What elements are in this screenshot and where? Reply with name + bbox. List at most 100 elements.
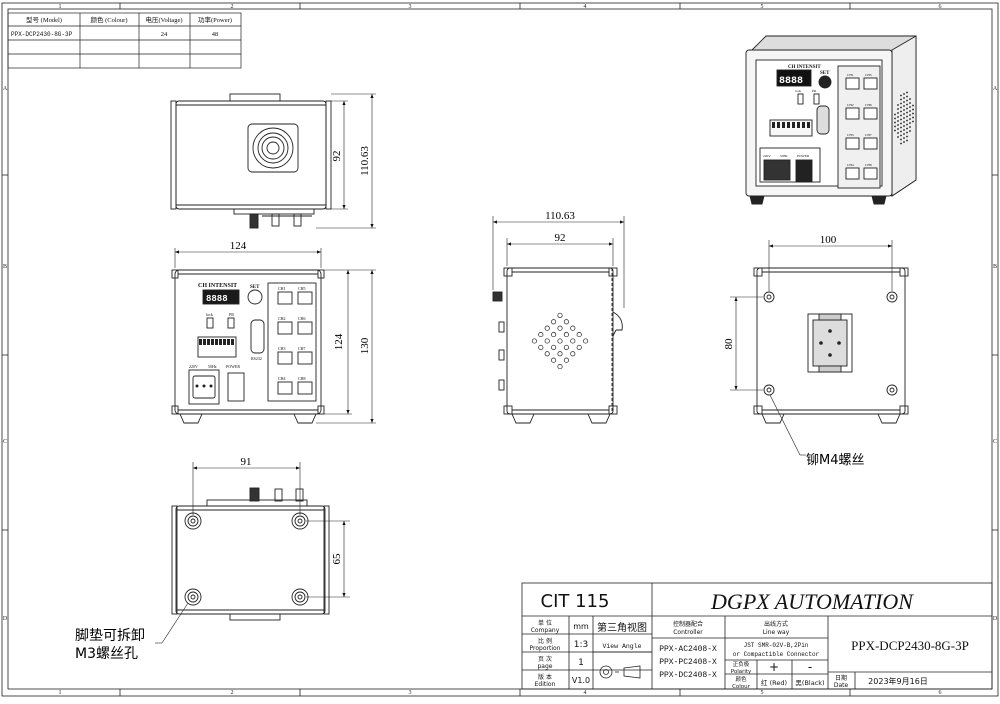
part-number: PPX-DCP2430-8G-3P [851,638,969,653]
row-label: B [3,264,7,270]
cit-label: CIT 115 [541,591,610,612]
iso-vent-hole [906,103,908,106]
iso-vent-hole [912,112,914,115]
iso-set-label: SET [820,71,830,76]
row-label: A [993,86,998,92]
side-view [492,267,623,424]
iso-vent-hole [912,116,914,119]
front-terminal-pins [195,339,234,388]
colour-red: 红 (Red) [761,678,787,687]
ch3-label: CH3 [278,346,286,351]
220v-label: 220V [189,364,198,369]
iso-vent-hole [906,123,908,126]
iso-vent-hole [906,107,908,110]
iso-ch5-label: CH5 [865,73,872,77]
vent-hole [557,312,563,318]
bottom-view-dims [155,462,350,644]
dim-side-92: 92 [555,232,566,244]
date-en: Date [834,682,849,689]
iso-vent-hole [903,117,905,119]
row-label: D [993,616,998,622]
iso-vent-hole [903,109,905,111]
unit-value: mm [573,622,589,631]
controller-1: PPX-AC2408-X [659,645,717,654]
vent-hole [551,344,557,350]
title-block-text: CIT 115 DGPX AUTOMATION 单 位 Company mm 第… [530,589,969,690]
iso-vent-hole [894,117,896,120]
vent-hole [557,351,563,357]
iso-vent-hole [900,94,902,97]
iso-vent-hole [906,119,908,122]
iso-vent-hole [906,115,908,118]
iso-vent-hole [912,120,914,123]
iso-vent-hole [894,125,896,128]
iso-vent-hole [897,124,899,126]
connector-line2: or Compactible Connector [733,651,820,658]
iso-vent-hole [906,135,908,138]
iso-vent-hole [900,138,902,141]
iso-vent-hole [897,116,899,118]
row-label: C [3,439,7,445]
rivet-note: 铆M4螺丝 [806,453,865,468]
iso-power-label: POWER [797,154,810,158]
iso-vent-hole [897,108,899,110]
ch2-label: CH2 [278,316,286,321]
unit-cn: 单 位 [538,619,552,627]
iso-vent-hole [909,114,911,116]
iso-vent-hole [903,113,905,115]
rear-view-dims [730,240,893,456]
polarity-cn: 正负极 [733,660,750,668]
iso-vent-hole [897,104,899,106]
iso-vent-hole [897,112,899,114]
iso-220v-label: 220V [763,154,771,158]
col-label: 5 [761,4,764,10]
top-view [170,93,332,229]
spec-model-value: PPX-DCP2430-8G-3P [11,31,73,38]
iso-vent-hole [909,118,911,120]
spec-header-voltage: 电压(Voltage) [145,15,182,24]
rs232-label: RS232 [251,356,262,361]
feet-note-line1: 脚垫可拆卸 [75,628,145,644]
ch6-label: CH6 [298,316,306,321]
vent-hole [551,319,557,325]
spec-header-power: 功率(Power) [198,15,232,24]
iso-vent-hole [900,106,902,109]
dim-bottom-65: 65 [331,553,343,565]
isometric-view [745,35,917,205]
vent-hole [531,338,537,344]
iso-ch7-label: CH7 [865,133,872,137]
iso-vent-hole [906,91,908,94]
ch5-label: CH5 [298,286,306,291]
iso-panel-labels: CH INTENSIT 8888 SET lock PR 220V 50Hz P… [763,65,872,167]
vent-hole [544,351,550,357]
vent-hole [563,332,569,338]
edition-cn: 版 本 [538,673,552,681]
iso-vent-hole [906,99,908,102]
col-label: 1 [59,690,62,696]
vent-hole [563,319,569,325]
col-label: 6 [939,690,942,696]
iso-vent-hole [903,101,905,103]
vent-hole [563,357,569,363]
col-label: 4 [584,690,587,696]
col-label: 3 [409,690,412,696]
iso-vent-hole [906,111,908,114]
top-view-dims [316,93,376,229]
colour-cn: 颜色 [735,675,747,683]
iso-vent-hole [906,95,908,98]
ch7-label: CH7 [298,346,306,351]
iso-vent-hole [900,134,902,137]
frame-labels: 1 2 3 4 5 6 1 2 3 4 5 6 A B C D A B C D [3,4,998,696]
vent-hole [563,344,569,350]
controller-3: PPX-DC2408-X [659,671,717,680]
iso-vent-hole [900,126,902,129]
scale-value: 1:3 [574,640,588,650]
vent-hole [570,338,576,344]
iso-ch4-label: CH4 [847,163,854,167]
controller-2: PPX-PC2408-X [659,658,717,667]
vent-hole [544,325,550,331]
iso-vent-hole [903,105,905,107]
row-label: C [993,439,997,445]
